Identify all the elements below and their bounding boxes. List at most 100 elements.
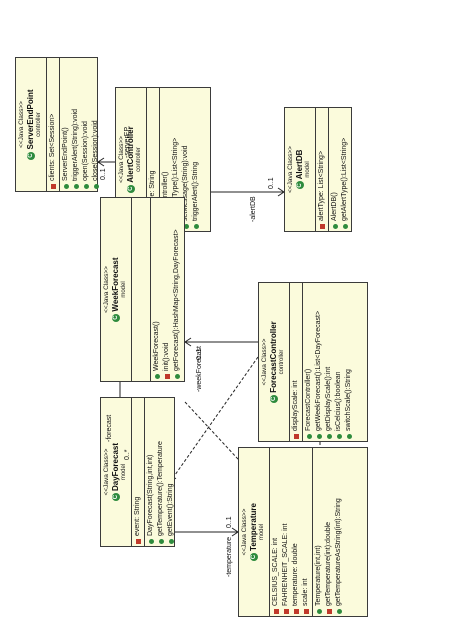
methods-section: DayForecast(String,int,int) getTemperatu… <box>145 398 177 546</box>
public-method-icon <box>148 539 154 544</box>
public-method-icon <box>326 434 332 439</box>
public-method-icon <box>193 224 199 229</box>
role-label-temperature: -temperature <box>226 536 233 577</box>
fields-section: displayScale: int <box>290 283 303 441</box>
methods-section: ServerEndPoint() triggerAlert(String):vo… <box>60 58 102 191</box>
method: DayForecast(String,int,int) <box>147 454 154 536</box>
method: getTemperatureAsString(int):String <box>335 498 342 606</box>
dep-weekforecast-temperature <box>184 401 251 473</box>
method: getForecast():HashMap<String,DayForecast… <box>173 229 180 371</box>
fields-section: CELSIUS_SCALE: int FAHRENHEIT_SCALE: int… <box>270 448 313 616</box>
class-icon: C <box>270 394 278 403</box>
class-name: DayForecast <box>111 442 120 492</box>
field: clients: Set<Session> <box>49 113 56 181</box>
multiplicity-forecast: 0..* <box>124 449 131 460</box>
public-method-icon <box>154 374 160 379</box>
public-method-icon <box>83 184 89 189</box>
class-icon: C <box>27 151 35 160</box>
class-icon: C <box>112 493 120 502</box>
method: getTemperature():Temperature <box>157 441 164 536</box>
field: temperature: double <box>292 543 299 606</box>
method: ServerEndPoint() <box>62 127 69 181</box>
package-label: controller <box>36 112 42 137</box>
dep-forecastctrl-dayforecast <box>169 356 259 483</box>
public-method-icon <box>346 434 352 439</box>
method: init():void <box>163 342 170 371</box>
public-method-icon <box>158 539 164 544</box>
method: Temperature(int,int) <box>315 545 322 606</box>
class-icon: C <box>250 552 258 561</box>
stereotype-label: <<Java Class>> <box>287 146 294 193</box>
multiplicity-temperature: 0..1 <box>226 516 233 528</box>
public-method-icon <box>332 224 338 229</box>
class-icon: C <box>127 184 135 193</box>
class-name: Temperature <box>249 503 258 551</box>
method: triggerAlert(String):void <box>72 109 79 181</box>
method: triggerAlert():String <box>192 161 199 221</box>
role-label-forecast: -forecast <box>106 414 113 442</box>
methods-section: WeekForecast() init():void getForecast()… <box>151 198 183 381</box>
private-method-icon <box>164 374 170 379</box>
private-field-icon <box>319 224 325 229</box>
static-field-icon <box>283 609 289 614</box>
public-method-icon <box>336 609 342 614</box>
private-field-icon <box>50 184 56 189</box>
class-icon: C <box>112 313 120 322</box>
stereotype-label: <<Java Class>> <box>103 266 110 313</box>
field: scale: int <box>302 578 309 606</box>
method: isCelcius():boolean <box>335 371 342 431</box>
fields-section: event: String <box>132 398 145 546</box>
stereotype-label: <<Java Class>> <box>241 508 248 556</box>
package-label: model <box>305 161 311 178</box>
private-field-icon <box>135 539 141 544</box>
methods-section: ForecastController() getWeekForecast():L… <box>303 283 355 441</box>
public-method-icon <box>63 184 69 189</box>
stereotype-label: <<Java Class>> <box>261 338 268 386</box>
method: open(Session):void <box>82 121 89 181</box>
package-label: model <box>121 281 127 298</box>
method: getWeekForecast():List<DayForecast> <box>315 310 322 431</box>
method: switchScale():String <box>345 369 352 431</box>
class-name: WeekForecast <box>111 257 120 312</box>
role-label-alertdb: -alertDB <box>250 196 257 222</box>
public-method-icon <box>93 184 99 189</box>
private-method-icon <box>326 609 332 614</box>
assoc-serverep-arrow <box>97 157 105 167</box>
methods-section: AlertDB() getAlertType():List<String> <box>329 108 351 231</box>
method: WeekForecast() <box>153 321 160 371</box>
field: FAHRENHEIT_SCALE: int <box>282 523 289 606</box>
public-method-icon <box>336 434 342 439</box>
fields-section: alertType: List<String> <box>316 108 329 231</box>
multiplicity-weekforecast: 0..1 <box>196 348 203 360</box>
field: alertType: List<String> <box>318 150 325 221</box>
fields-section: clients: Set<Session> <box>47 58 60 191</box>
package-label: model <box>259 523 265 541</box>
methods-section: Temperature(int,int) getTemperature(int)… <box>313 448 345 616</box>
assoc-weekforecast-arrow <box>184 337 192 347</box>
fields-section <box>132 198 151 381</box>
public-method-icon <box>342 224 348 229</box>
stereotype-label: <<Java Class>> <box>18 101 25 148</box>
public-method-icon <box>316 609 322 614</box>
method: getTemperature(int):double <box>325 521 332 606</box>
static-field-icon <box>273 609 279 614</box>
public-method-icon <box>174 374 180 379</box>
class-icon: C <box>296 181 304 190</box>
method: getDisplayScale():int <box>325 366 332 431</box>
method: getEvent():String <box>167 483 174 536</box>
private-field-icon <box>293 609 299 614</box>
field: displayScale: int <box>292 380 299 431</box>
private-field-icon <box>303 609 309 614</box>
method: AlertDB() <box>331 192 338 221</box>
public-method-icon <box>306 434 312 439</box>
package-label: controller <box>279 349 285 375</box>
method: ForecastController() <box>305 368 312 431</box>
class-name: ServerEndPoint <box>26 89 35 150</box>
public-method-icon <box>168 539 174 544</box>
